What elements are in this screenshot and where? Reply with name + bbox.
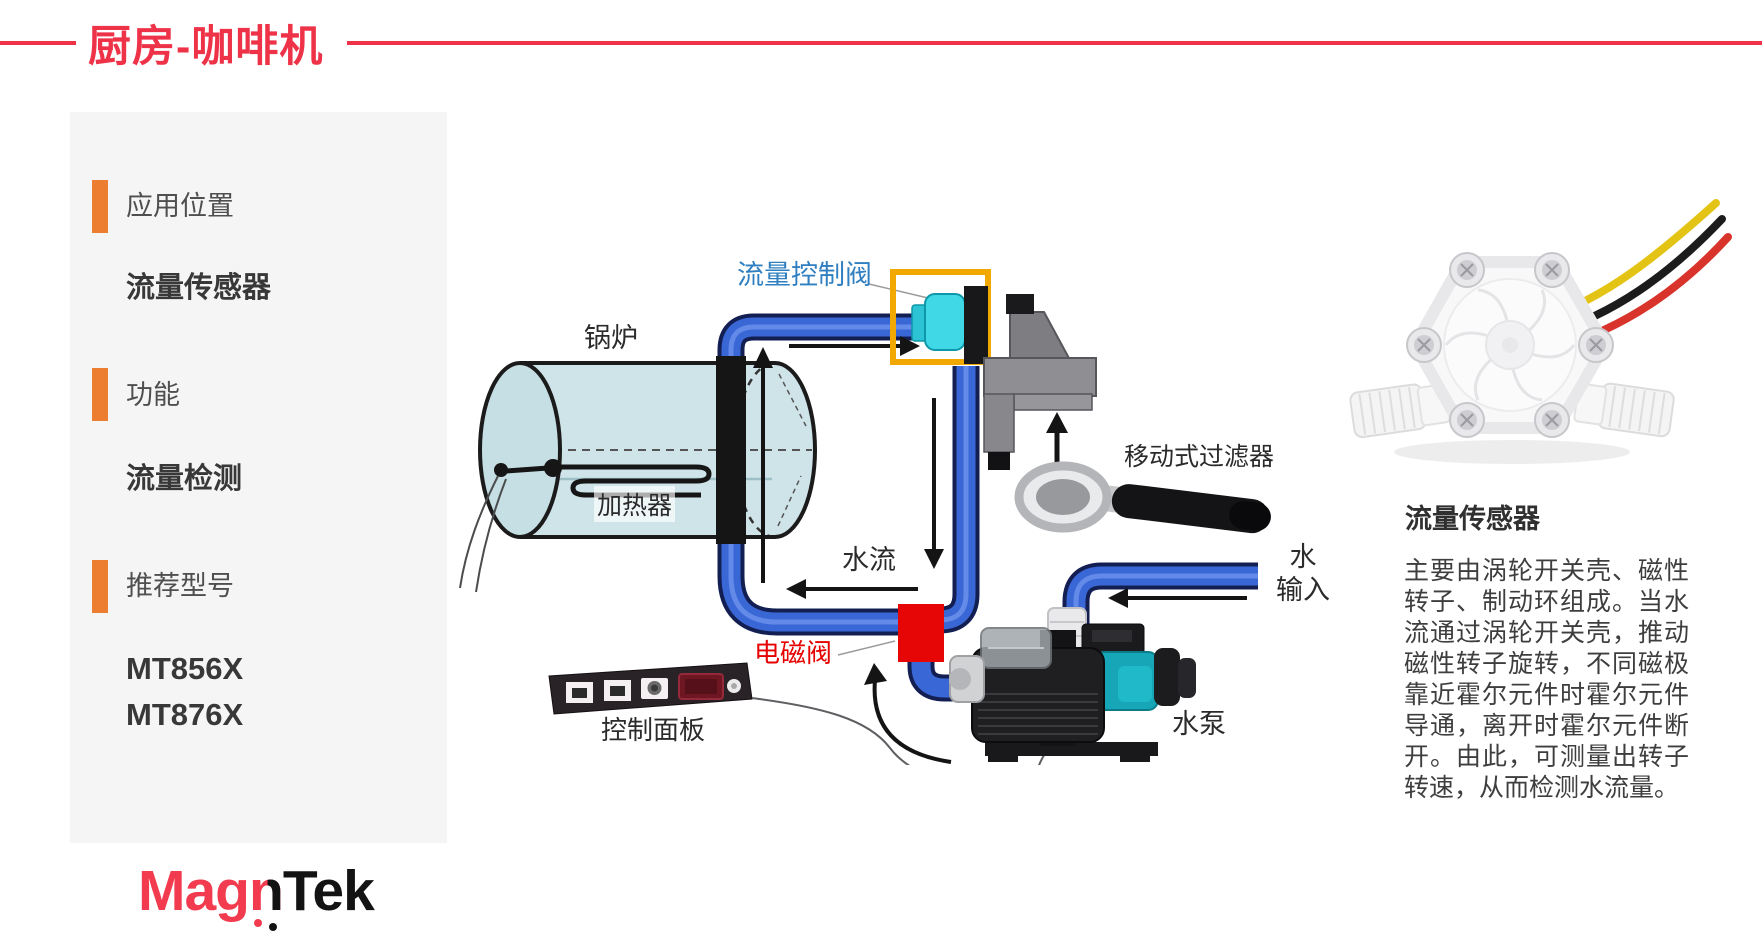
heater-wires — [459, 475, 507, 593]
title-rule-right — [347, 41, 1762, 45]
label-solenoid-valve: 电磁阀 — [754, 638, 833, 668]
sensor-right-port — [1573, 382, 1675, 438]
logo-mag: Mag — [138, 859, 250, 923]
sensor-turbine-dome — [1443, 278, 1577, 412]
flow-sensor-photo — [1349, 199, 1732, 464]
sidebar-value-application: 流量传感器 — [126, 272, 272, 304]
solenoid-valve — [898, 604, 944, 662]
sidebar-label-application: 应用位置 — [126, 191, 234, 221]
label-water-pump: 水泵 — [1172, 709, 1226, 739]
label-water-flow: 水流 — [842, 545, 896, 575]
label-boiler: 锅炉 — [584, 323, 638, 353]
accent-bar-function — [92, 368, 108, 421]
pipes — [717, 313, 1258, 702]
sensor-panel-description: 主要由涡轮开关壳、磁性转子、制动环组成。当水流通过涡轮开关壳，推动磁性转子旋转，… — [1404, 557, 1689, 802]
logo-dot-black — [269, 923, 277, 931]
flow-arrows — [753, 336, 1247, 764]
group-head — [964, 286, 1097, 470]
sidebar-label-function: 功能 — [126, 380, 180, 410]
label-water-input: 水 输入 — [1268, 541, 1338, 607]
label-heater: 加热器 — [594, 486, 676, 522]
portafilter — [1014, 461, 1271, 534]
label-control-panel: 控制面板 — [601, 715, 706, 745]
sidebar-panel — [70, 112, 447, 843]
control-panel — [548, 662, 1047, 765]
sidebar-model-2: MT876X — [126, 697, 244, 732]
logo-tek: Tek — [282, 859, 375, 923]
boiler-band — [716, 356, 746, 544]
control-cable — [751, 697, 911, 765]
title-rule-left — [0, 41, 76, 45]
label-water-input-line2: 输入 — [1276, 575, 1330, 605]
logo-dot-red — [254, 919, 262, 927]
accent-bar-models — [92, 560, 108, 613]
water-pump — [949, 607, 1196, 762]
curved-arrow — [872, 679, 952, 764]
sidebar-model-1: MT856X — [126, 651, 244, 686]
sidebar-value-function: 流量检测 — [126, 463, 243, 495]
label-water-input-line1: 水 — [1289, 542, 1317, 572]
page-title: 厨房-咖啡机 — [88, 23, 324, 71]
valve-leader-line — [868, 283, 929, 299]
sensor-screws — [1406, 252, 1614, 438]
coffee-machine-diagram — [459, 269, 1271, 765]
heater-element — [459, 459, 712, 593]
solenoid-leader-line — [837, 640, 896, 656]
accent-bar-application — [92, 180, 108, 233]
label-portable-filter: 移动式过滤器 — [1124, 443, 1275, 471]
sensor-panel-title: 流量传感器 — [1405, 504, 1540, 534]
label-flow-control-valve: 流量控制阀 — [737, 260, 872, 290]
sidebar-label-models: 推荐型号 — [126, 571, 234, 601]
